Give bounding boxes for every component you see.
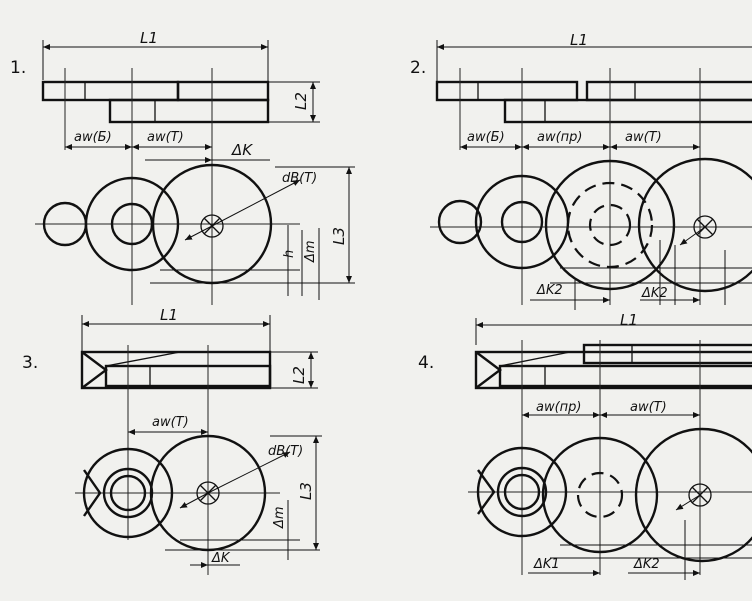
dimension-dK2-2: ΔK2 ΔK2 [530,280,700,310]
diagram-3: 3. L1 L2 aw(T) [22,306,322,575]
dimensions-h-dm-L3-1: h Δm L3 [275,166,355,300]
label-L1: L1 [140,29,158,47]
label-L1: L1 [620,311,638,329]
label-dm: Δm [272,506,287,529]
gear-train-side-view-3: dB(T) [75,434,320,552]
label-L1: L1 [160,306,178,324]
shaft-assembly-top-view-1 [41,68,270,305]
diagram-4: 4. L1 aw(пр) aw(T) [418,311,752,580]
diagram-3-number: 3. [22,353,38,373]
label-aw-t: aw(T) [625,130,662,145]
label-L3: L3 [330,227,348,245]
label-aw-b: aw(Б) [74,130,112,145]
center-distances-1: aw(Б) aw(T) [65,130,212,150]
label-aw-b: aw(Б) [467,130,505,145]
label-h: h [282,250,297,258]
diagram-2: 2. L1 aw(Б) aw(пр) aw(T) [410,31,752,310]
label-dK1: ΔK1 [533,557,560,572]
shaft-assembly-top-view-4 [474,340,752,575]
label-aw-t: aw(T) [147,130,184,145]
diagram-2-number: 2. [410,58,426,78]
gear-train-side-view-4 [468,427,752,580]
dimension-L1-1: L1 [42,29,269,100]
label-dm: Δm [303,240,318,263]
dimensions-dm-L3-3: Δm L3 ΔK [190,435,322,568]
label-dB-t: dB(T) [268,444,303,459]
dimension-L2-3: L2 [270,351,318,389]
shaft-assembly-top-view-2 [435,68,752,305]
label-L2: L2 [292,92,310,110]
label-aw-pr: aw(пр) [537,130,583,145]
label-L2: L2 [290,366,308,384]
label-dK: ΔK [211,551,231,566]
center-distances-4: aw(пр) aw(T) [522,400,700,418]
dimension-L1-4: L1 [475,311,752,345]
dimension-dK-1: ΔK [145,141,270,163]
label-dK: ΔK [231,141,253,159]
center-distance-3: aw(T) [128,415,208,435]
label-dK2: ΔK2 [633,557,660,572]
label-dK2a: ΔK2 [536,283,563,298]
label-aw-t: aw(T) [152,415,189,430]
label-aw-t: aw(T) [630,400,667,415]
center-distances-2: aw(Б) aw(пр) aw(T) [460,130,700,150]
shaft-assembly-top-view-3 [80,345,272,575]
label-aw-pr: aw(пр) [536,400,582,415]
diagram-1-number: 1. [10,58,26,78]
label-dB-t: dB(T) [282,171,317,186]
label-L3: L3 [297,482,315,500]
diagram-1: 1. L1 L2 aw [10,29,355,305]
gear-train-side-view-1: dB(T) [35,163,355,285]
dimension-L1-3: L1 [81,306,271,355]
gear-train-side-view-2 [430,157,752,305]
dimensions-dK-4: ΔK1 ΔK2 [528,557,700,576]
diagram-4-number: 4. [418,353,434,373]
label-dK2b: ΔK2 [641,286,668,301]
dimension-L1-2: L1 [436,31,752,82]
dimension-L2-1: L2 [268,81,320,123]
label-L1: L1 [570,31,588,49]
